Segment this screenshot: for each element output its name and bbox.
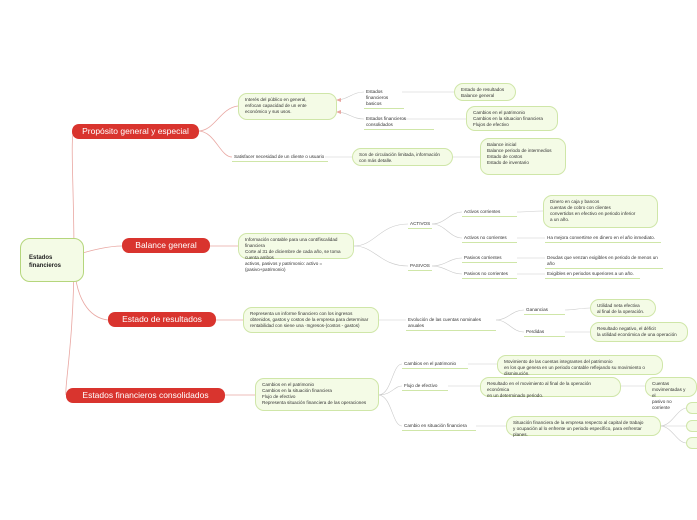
note-flujo-efectivo[interactable]: Resultado en el movimiento al final de l… — [480, 377, 621, 398]
truncated-node[interactable] — [686, 420, 697, 432]
connector — [431, 265, 463, 275]
topic-estados-consolidados[interactable]: Estados financieros consolidados — [364, 115, 434, 130]
truncated-node[interactable] — [686, 437, 697, 449]
note-satisfacer-necesidad[interactable]: Satisfacer necesidad de un cliente o usu… — [232, 153, 328, 162]
branch-estados-consolidados[interactable]: Estados financieros consolidados — [66, 388, 225, 403]
truncated-node[interactable] — [686, 402, 697, 414]
root-topic[interactable]: Estados financieros — [20, 238, 84, 282]
topic-pasivos[interactable]: PASIVOS — [408, 262, 432, 271]
connector — [377, 385, 403, 396]
list-circulacion[interactable]: Balance inicial Balance periodo de inter… — [480, 138, 566, 175]
arrow-head-icon — [336, 98, 341, 102]
connector — [516, 210, 544, 213]
note-flujo-cuentas[interactable]: Cuentas movimentadas y el pasivo no corr… — [645, 377, 697, 410]
connector — [377, 394, 403, 427]
connector — [659, 425, 687, 444]
connector — [353, 223, 409, 247]
branch-estado-resultados[interactable]: Estado de resultados — [108, 312, 216, 327]
connector — [65, 255, 75, 396]
note-cambios-patrimonio[interactable]: Movimiento de las cuentas integrantes de… — [497, 355, 663, 376]
topic-pasivos-no-corrientes[interactable]: Pasivos no corrientes — [462, 270, 517, 279]
note-pasivos-corrientes[interactable]: Deudas que venzan exigibles en periodo d… — [545, 254, 663, 269]
arrow-head-icon — [336, 110, 341, 114]
topic-activos-no-corrientes[interactable]: Activos no corrientes — [462, 234, 517, 243]
note-activos-no-corrientes[interactable]: Ha mejora convertirse en dinero en el añ… — [545, 234, 661, 243]
connector — [431, 223, 463, 239]
connector — [564, 307, 591, 311]
connector — [353, 245, 409, 267]
connector — [495, 319, 525, 333]
topic-cambio-situacion[interactable]: Cambio en situación financiera — [402, 422, 476, 431]
topic-estados-basicos[interactable]: Estados financieros basicos — [364, 88, 404, 109]
note-ganancias[interactable]: Utilidad neta efectiva al final de la op… — [590, 299, 656, 317]
topic-activos-corrientes[interactable]: Activos corrientes — [462, 208, 517, 217]
note-pasivos-no-corrientes[interactable]: Exigibles en periodos superiores a un añ… — [545, 270, 640, 279]
connector — [431, 257, 463, 267]
note-consolidados[interactable]: Cambios en el patrimonio Cambios en la s… — [255, 378, 379, 411]
connector — [197, 105, 239, 132]
connector — [431, 211, 463, 225]
connector — [659, 407, 687, 427]
connector — [377, 363, 403, 396]
topic-cambios-patrimonio[interactable]: Cambios en el patrimonio — [402, 360, 468, 369]
topic-pasivos-corrientes[interactable]: Pasivos corrientes — [462, 254, 517, 263]
branch-proposito-general[interactable]: Propósito general y especial — [72, 124, 199, 139]
list-consolidados[interactable]: Cambios en el patrimonio Cambios en la s… — [466, 106, 558, 131]
note-balance-info[interactable]: Información contable para una cont/fisca… — [238, 233, 354, 272]
connector — [495, 309, 525, 321]
note-cambio-situacion[interactable]: Situación financiera de la empresa respe… — [506, 416, 661, 437]
note-activos-corrientes[interactable]: Dinero en caja y bancos cuentas de cobro… — [543, 195, 658, 228]
topic-activos[interactable]: ACTIVOS — [408, 220, 432, 229]
note-circulacion-limitada[interactable]: Son de circulación limitada, información… — [352, 148, 453, 166]
list-basicos[interactable]: Estado de resultados Balance general — [454, 83, 516, 101]
note-perdidas[interactable]: Resultado negativo, el déficit la utilid… — [590, 322, 688, 342]
branch-balance-general[interactable]: Balance general — [122, 238, 210, 253]
topic-ganancias[interactable]: Ganancias — [524, 306, 565, 315]
connector — [197, 130, 233, 158]
topic-evolucion-cuentas[interactable]: Evolución de las cuentas nominales anual… — [406, 316, 496, 331]
note-estado-resultados[interactable]: Representa un informe financiero con los… — [243, 307, 379, 333]
topic-flujo-efectivo[interactable]: Flujo de efectivo — [402, 382, 448, 391]
topic-perdidas[interactable]: Perdidas — [524, 328, 565, 337]
note-interes-publico[interactable]: Interés del público en general, enfocan … — [238, 93, 337, 120]
